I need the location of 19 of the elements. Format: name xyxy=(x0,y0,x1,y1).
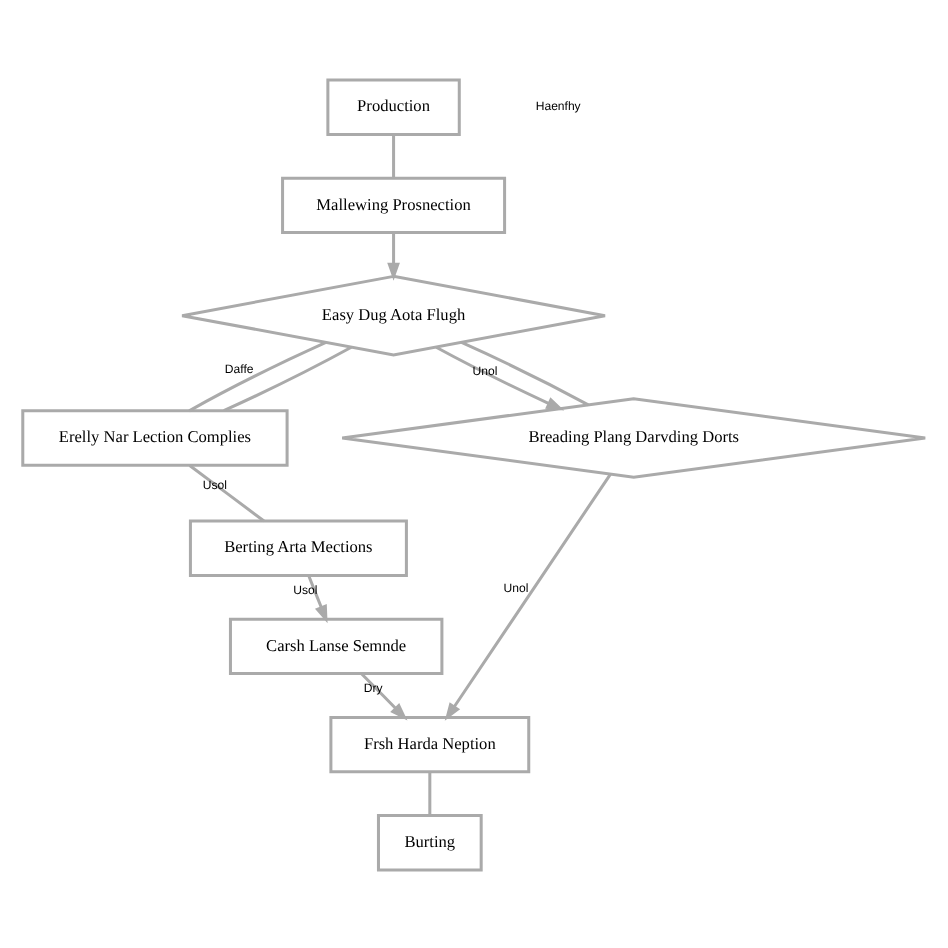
connector xyxy=(392,133,396,177)
connector xyxy=(223,344,353,411)
node-box: Mallewing Prosnection xyxy=(281,175,507,234)
node-box: Erelly Nar Lection Complies xyxy=(21,408,289,466)
node-box: Production xyxy=(326,77,461,135)
arrow xyxy=(435,344,565,410)
arrow xyxy=(360,671,408,720)
arrow xyxy=(387,231,400,280)
node-box: Carsh Lanse Semnde xyxy=(228,616,444,675)
connector xyxy=(188,463,265,522)
connector xyxy=(428,771,432,815)
connector xyxy=(460,340,589,406)
node-box: Burting xyxy=(376,813,483,871)
connector xyxy=(188,340,327,412)
arrow xyxy=(444,472,612,720)
node-diamond: Easy Dug Aota Flugh xyxy=(180,273,607,356)
node-box: Berting Arta Mections xyxy=(188,518,408,576)
node-box: Frsh Harda Neption xyxy=(329,714,531,773)
arrow xyxy=(307,574,328,623)
